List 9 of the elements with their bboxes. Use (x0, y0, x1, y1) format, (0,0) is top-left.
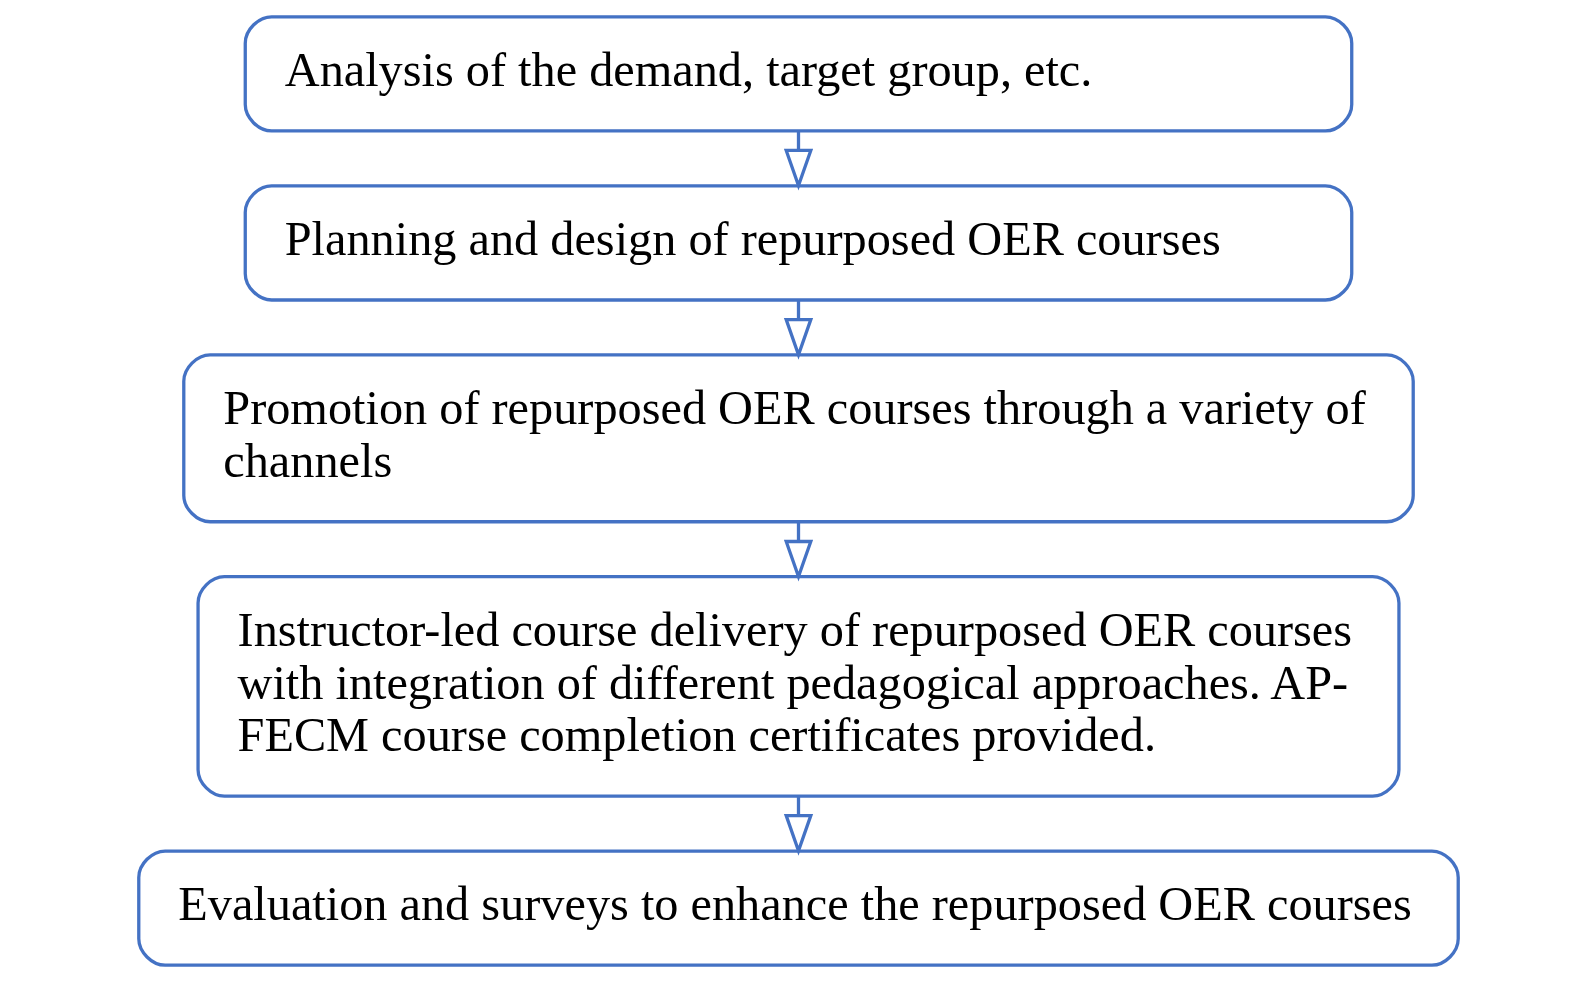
arrow (783, 522, 813, 582)
node-box: Promotion of repurposed OER courses through a variety of channels (181, 353, 1415, 524)
node-box: Analysis of the demand, target group, etc. (243, 15, 1353, 133)
node-box: Evaluation and surveys to enhance the repurposed OER courses (136, 849, 1460, 967)
node-box: Instructor-led course delivery of repurposed OER courses with integration of different pedagogical approaches. AP-FECM course completion certificates provided. (195, 574, 1401, 798)
node-box: Planning and design of repurposed OER courses (243, 184, 1353, 302)
arrow (783, 300, 813, 360)
arrow (783, 131, 813, 191)
arrow (783, 796, 813, 856)
